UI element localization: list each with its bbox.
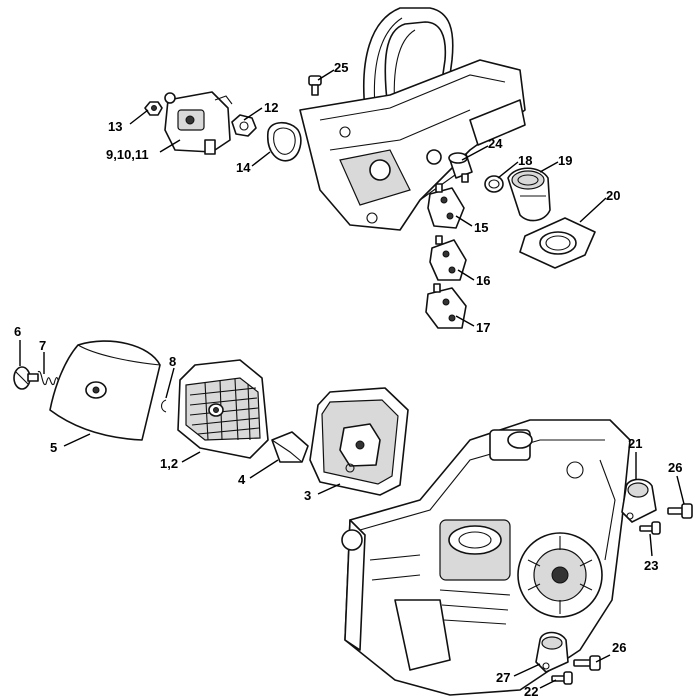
ring-18-part <box>484 175 504 193</box>
callout-20: 20 <box>606 188 620 203</box>
callout-7: 7 <box>39 338 46 353</box>
nut-13-part <box>144 101 163 116</box>
callout-22: 22 <box>524 684 538 699</box>
av-mount-16-part <box>429 235 467 281</box>
callout-21: 21 <box>628 436 642 451</box>
callout-12: 12 <box>264 100 278 115</box>
callout-18: 18 <box>518 153 532 168</box>
callout-1-2: 1,2 <box>160 456 178 471</box>
callout-25: 25 <box>334 60 348 75</box>
leader-lines <box>19 69 685 689</box>
callout-15: 15 <box>474 220 488 235</box>
clip-8-part <box>160 399 167 413</box>
av-mount-15-part <box>427 183 465 229</box>
screw-25-part <box>308 75 322 96</box>
filter-base-3-part <box>309 387 409 496</box>
carburetor-part <box>164 91 233 155</box>
flange-20-part <box>519 217 596 269</box>
callout-3: 3 <box>304 488 311 503</box>
av-mount-17-part <box>425 283 467 329</box>
manifold-19-part <box>507 167 551 222</box>
sleeve-24-part <box>448 152 473 183</box>
callout-23: 23 <box>644 558 658 573</box>
callout-19: 19 <box>558 153 572 168</box>
callout-5: 5 <box>50 440 57 455</box>
filter-cover-5-part <box>49 340 161 441</box>
callout-6: 6 <box>14 324 21 339</box>
callout-13: 13 <box>108 119 122 134</box>
screw-26-upper-part <box>667 503 693 519</box>
bracket-21-part <box>621 478 657 523</box>
screw-26-lower-part <box>573 655 601 671</box>
callout-17: 17 <box>476 320 490 335</box>
screw-22-part <box>551 671 573 685</box>
handle-frame-part <box>299 7 526 231</box>
callout-8: 8 <box>169 354 176 369</box>
callout-24: 24 <box>488 136 503 151</box>
air-filter-part <box>177 359 269 459</box>
callout-4: 4 <box>238 472 246 487</box>
callout-9-10-11: 9,10,11 <box>106 147 149 162</box>
spring-7-part <box>37 370 61 386</box>
callout-14: 14 <box>236 160 251 175</box>
callout-26-lower: 26 <box>612 640 626 655</box>
knob-6-part <box>13 366 39 390</box>
crankcase-part <box>341 419 631 696</box>
gasket-14-part <box>267 121 302 162</box>
bracket-27-part <box>535 631 569 673</box>
callout-26-upper: 26 <box>668 460 682 475</box>
screw-23-part <box>639 521 661 535</box>
part-12 <box>231 114 257 137</box>
callout-16: 16 <box>476 273 490 288</box>
part-4 <box>271 431 309 463</box>
callout-27: 27 <box>496 670 510 685</box>
